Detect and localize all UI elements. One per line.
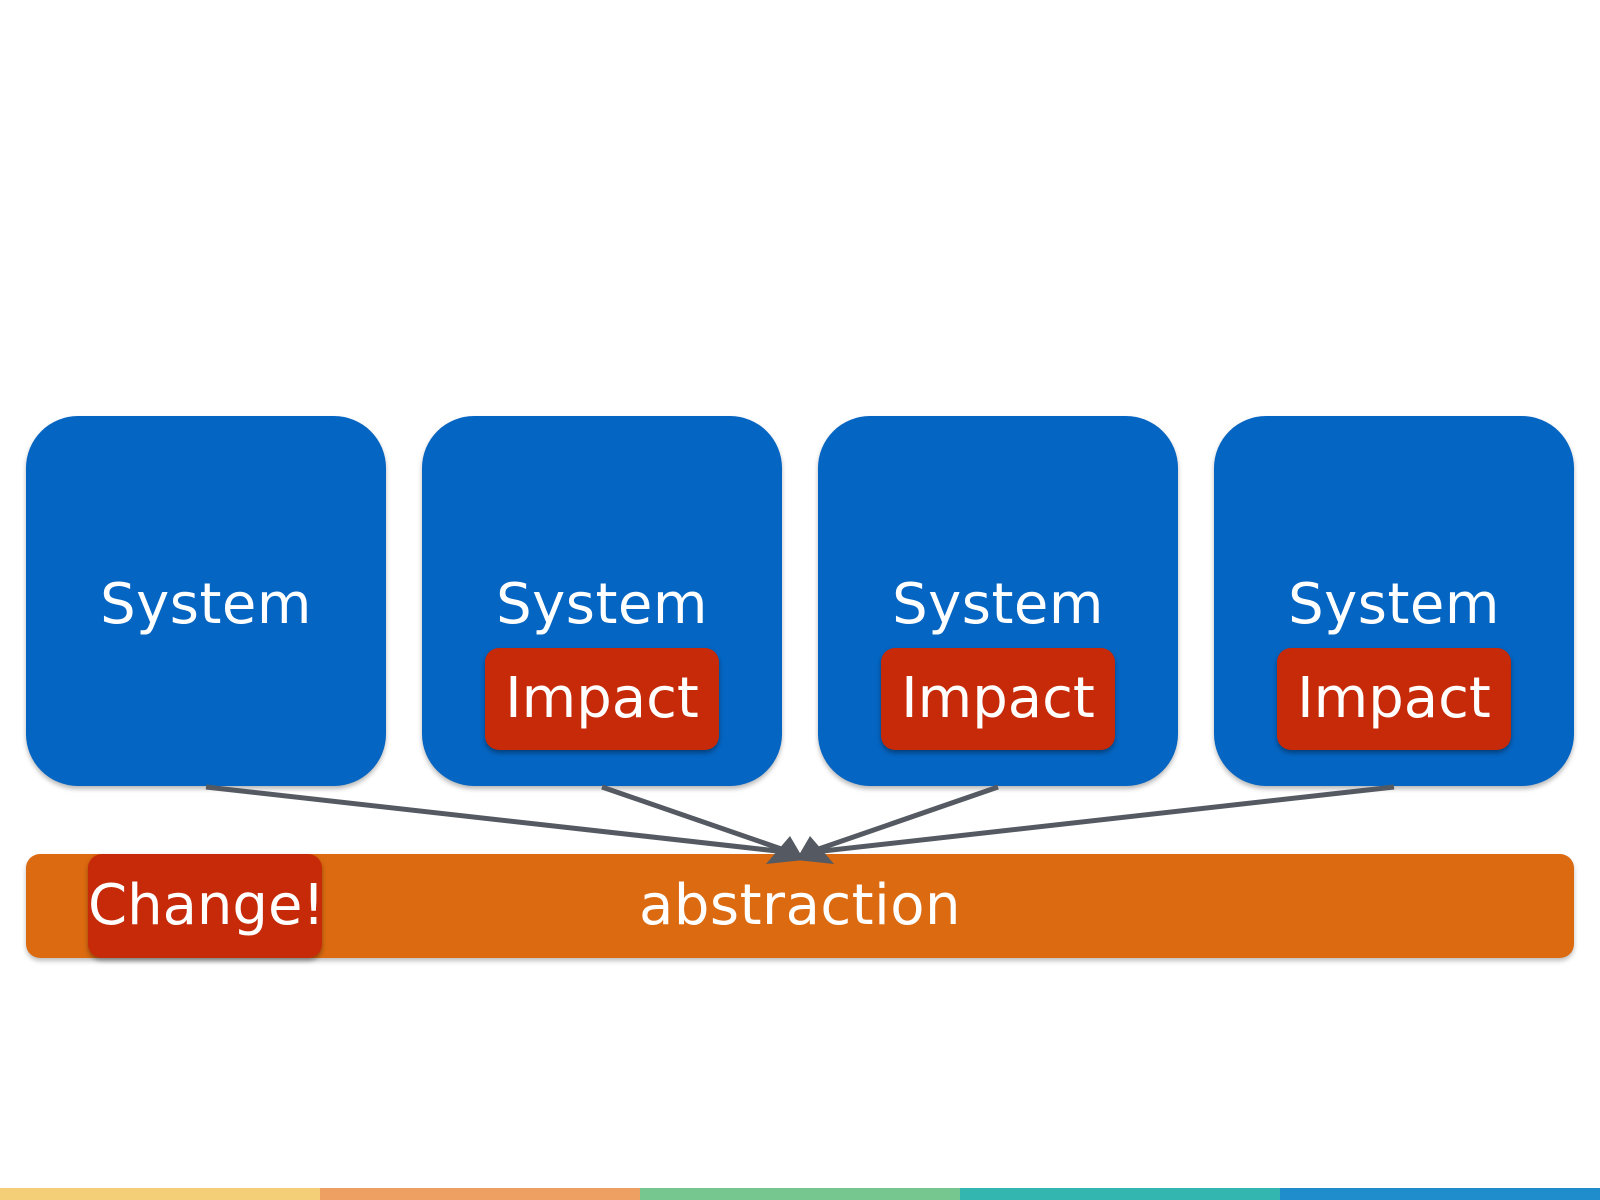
system-label: System [496,572,708,637]
system-box-3: System Impact [818,416,1178,786]
impact-badge: Impact [485,648,719,750]
system-box-1: System [26,416,386,786]
abstraction-bar: abstraction Change! [26,854,1574,958]
stripe-segment [320,1188,640,1200]
impact-badge: Impact [881,648,1115,750]
abstraction-label: abstraction [639,873,961,938]
footer-stripe [0,1188,1600,1200]
stripe-segment [960,1188,1280,1200]
stripe-segment [1280,1188,1600,1200]
system-box-2: System Impact [422,416,782,786]
stripe-segment [0,1188,320,1200]
arrow-system-4 [813,784,1395,855]
arrow-system-3 [809,784,999,855]
system-label: System [100,572,312,637]
system-label: System [892,572,1104,637]
change-badge: Change! [88,854,325,958]
system-box-4: System Impact [1214,416,1574,786]
stripe-segment [640,1188,960,1200]
arrow-system-1 [205,784,787,855]
impact-badge: Impact [1277,648,1511,750]
system-label: System [1288,572,1500,637]
arrow-system-2 [601,784,791,855]
